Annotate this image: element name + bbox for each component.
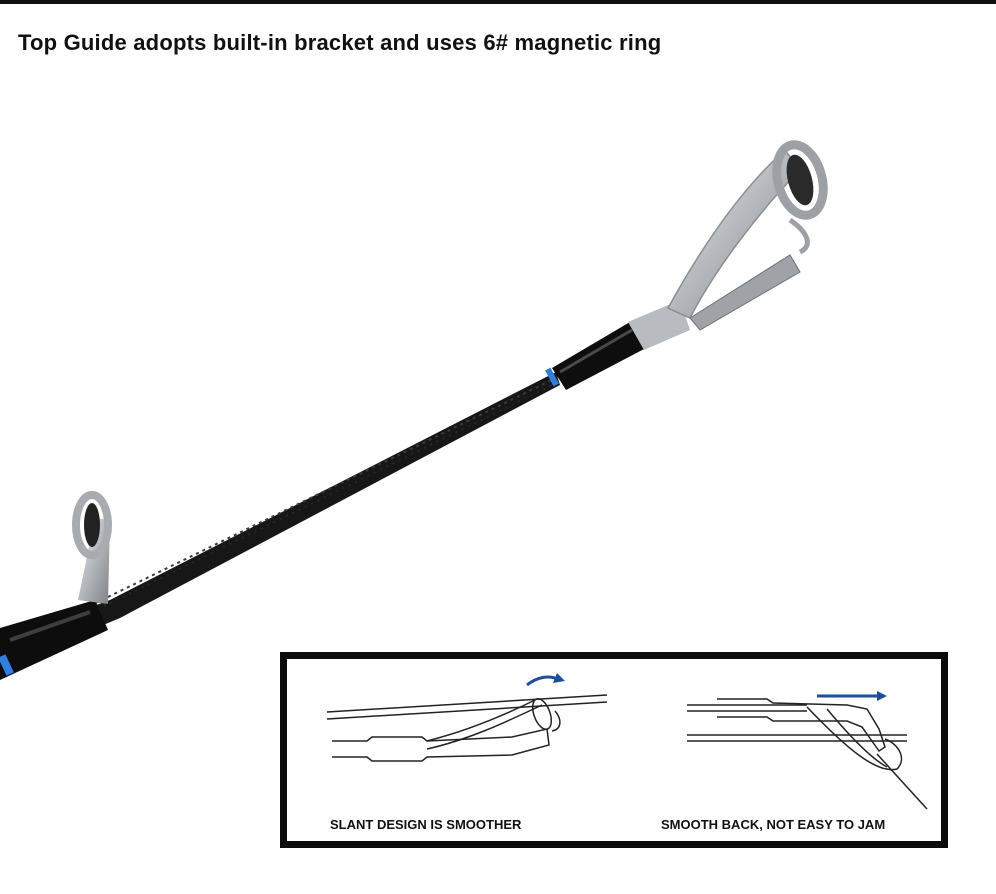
page-title: Top Guide adopts built-in bracket and us…: [18, 30, 662, 55]
rod-blank: [0, 372, 560, 668]
right-caption: SMOOTH BACK, NOT EASY TO JAM: [661, 817, 886, 832]
guide-diagram-illustration: [326, 673, 928, 810]
tip-wrap: [545, 322, 646, 390]
lower-guide: [0, 491, 112, 680]
top-guide: [628, 140, 828, 350]
left-caption: SLANT DESIGN IS SMOOTHER: [330, 817, 522, 832]
slant-arrow-icon: [526, 675, 558, 687]
smooth-arrow-head-icon: [877, 691, 887, 701]
slant-arrow-head-icon: [553, 673, 565, 683]
smooth-back-illustration: [687, 698, 928, 810]
guide-diagram: SLANT DESIGN IS SMOOTHER SMOOTH BACK, NO…: [280, 652, 948, 848]
slant-design-illustration: [326, 694, 608, 762]
top-border: [0, 0, 996, 4]
